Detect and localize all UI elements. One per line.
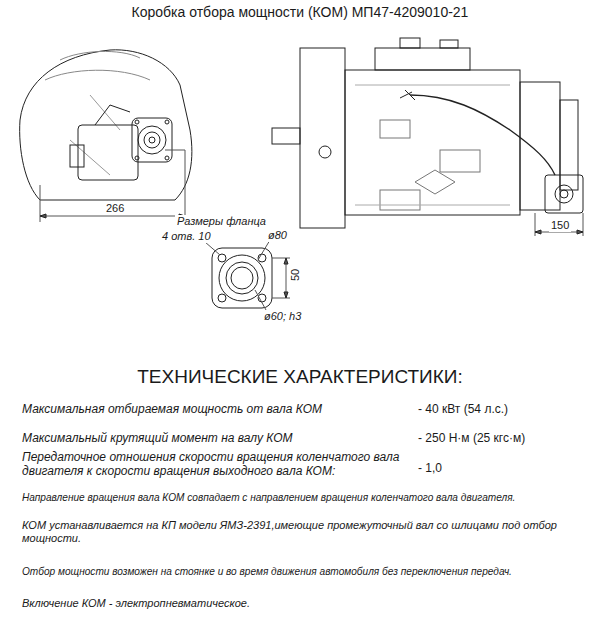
spec-name: Максимальный крутящий момент на валу КОМ <box>22 431 402 445</box>
dimension: ø60; h3 <box>262 310 303 323</box>
dimension: 50 <box>289 267 302 283</box>
section-heading: ТЕХНИЧЕСКИЕ ХАРАКТЕРИСТИКИ: <box>0 366 600 389</box>
dimension: 150 <box>549 219 571 232</box>
note: КОМ устанавливается на КП модели ЯМЗ-239… <box>22 519 582 545</box>
spec-value: - 1,0 <box>418 461 442 475</box>
note: Включение КОМ - электропневматическое. <box>22 597 582 610</box>
note: Направление вращения вала КОМ совпадает … <box>22 492 598 504</box>
spec-name: Максимальная отбираемая мощность от вала… <box>22 402 402 416</box>
spec-value: - 40 кВт (54 л.с.) <box>418 402 508 416</box>
spec-name: Передаточное отношения скорости вращения… <box>22 450 412 479</box>
dimension: 266 <box>104 202 126 215</box>
hole-note: 4 отв. 10 <box>160 230 213 243</box>
dimension: ø80 <box>266 229 289 242</box>
spec-value: - 250 Н·м (25 кгс·м) <box>418 431 525 445</box>
housing-outline <box>20 50 192 200</box>
drawing-title: Коробка отбора мощности (КОМ) МП47-42090… <box>0 4 600 21</box>
note: Отбор мощности возможен на стоянке и во … <box>22 566 598 578</box>
flange-caption: Размеры фланца <box>175 215 268 228</box>
